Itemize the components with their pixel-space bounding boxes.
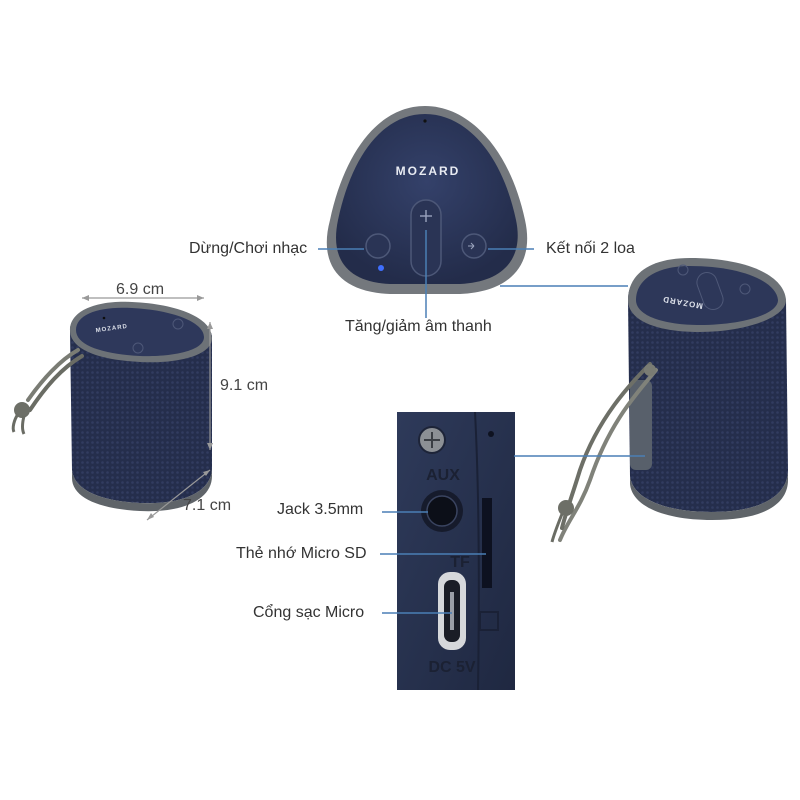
dimension-height: 9.1 cm xyxy=(220,377,269,394)
status-led xyxy=(378,265,384,271)
port-panel-closeup xyxy=(397,411,515,691)
dimension-lines xyxy=(82,295,213,521)
link-button xyxy=(461,233,487,259)
dc-label: DC 5V xyxy=(428,659,475,676)
tf-label: TF xyxy=(450,554,470,571)
audio-jack-port xyxy=(421,490,463,532)
aux-label: AUX xyxy=(426,467,460,484)
speaker-dimension-view xyxy=(11,301,212,512)
callout-link-two: Kết nối 2 loa xyxy=(546,240,635,257)
play-pause-button xyxy=(365,233,391,259)
callout-play-pause: Dừng/Chơi nhạc xyxy=(189,240,308,257)
speaker-angled-view xyxy=(550,258,788,543)
brand-logo-top: MOZARD xyxy=(396,164,461,178)
callout-volume: Tăng/giảm âm thanh xyxy=(345,318,492,335)
micro-usb-port xyxy=(438,572,466,650)
dimension-depth: 7.1 cm xyxy=(183,497,232,514)
callout-charge-port: Cổng sạc Micro xyxy=(253,604,365,621)
callout-sd-card: Thẻ nhớ Micro SD xyxy=(236,545,367,562)
sd-card-slot xyxy=(482,498,492,588)
aux-screw-icon xyxy=(418,426,446,454)
callout-jack: Jack 3.5mm xyxy=(277,501,364,518)
speaker-top-view xyxy=(326,106,528,294)
dimension-width: 6.9 cm xyxy=(116,281,165,298)
brand-logo-left: MOZARD xyxy=(95,324,128,334)
callout-lines xyxy=(318,230,645,614)
